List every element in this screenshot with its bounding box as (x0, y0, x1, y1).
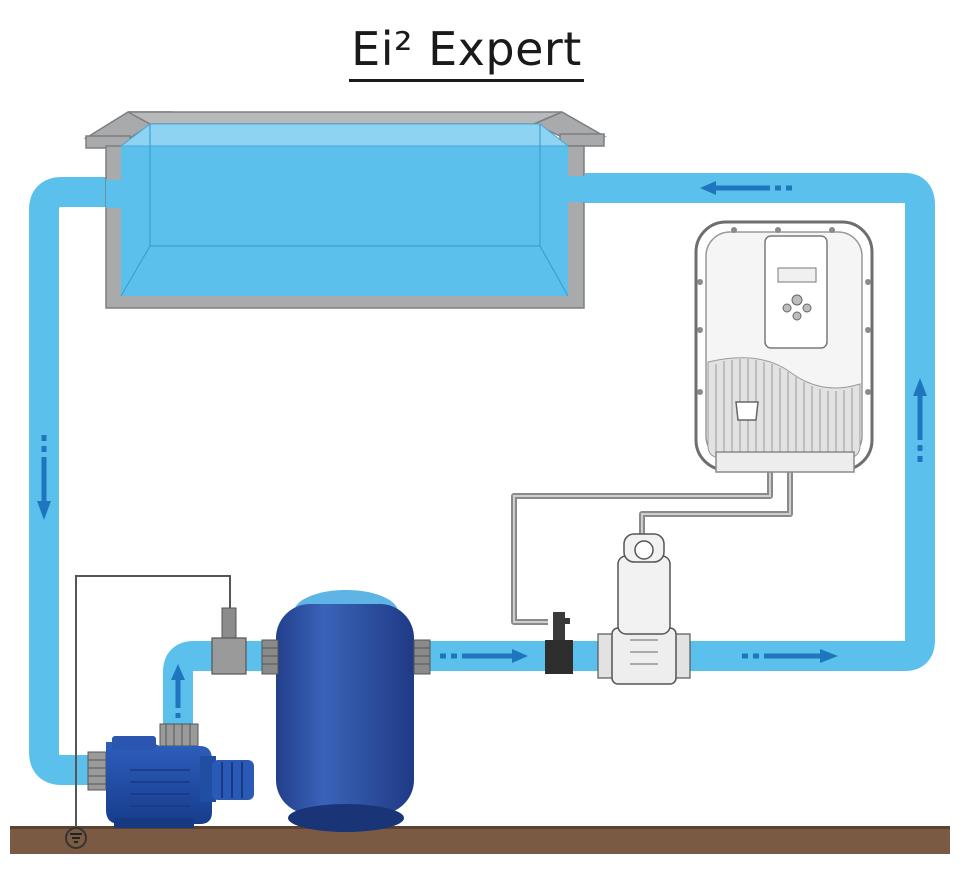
pool-coping-top (127, 111, 563, 125)
ground-rod-icon (65, 575, 231, 849)
flow-arrow-top (700, 181, 792, 195)
control-buttons (782, 294, 812, 321)
flow-arrow-left (37, 435, 51, 520)
sand-filter-icon (261, 590, 431, 832)
title-text: Ei² Expert (349, 22, 584, 82)
control-unit-icon (694, 220, 874, 473)
flow-arrows (37, 181, 927, 718)
flow-arrow-riser (171, 664, 185, 718)
pump-icon (87, 723, 254, 828)
electrolysis-cell-icon (597, 533, 691, 685)
flow-arrow-middle (440, 649, 528, 663)
pool-water (121, 146, 568, 296)
control-display (777, 267, 817, 283)
sensor-probe-icon (211, 607, 573, 675)
ground (10, 828, 950, 854)
pool-icon (83, 111, 607, 309)
flow-arrow-bottom (742, 649, 838, 663)
flow-arrow-right (913, 378, 927, 462)
diagram-title: Ei² Expert (0, 22, 933, 82)
